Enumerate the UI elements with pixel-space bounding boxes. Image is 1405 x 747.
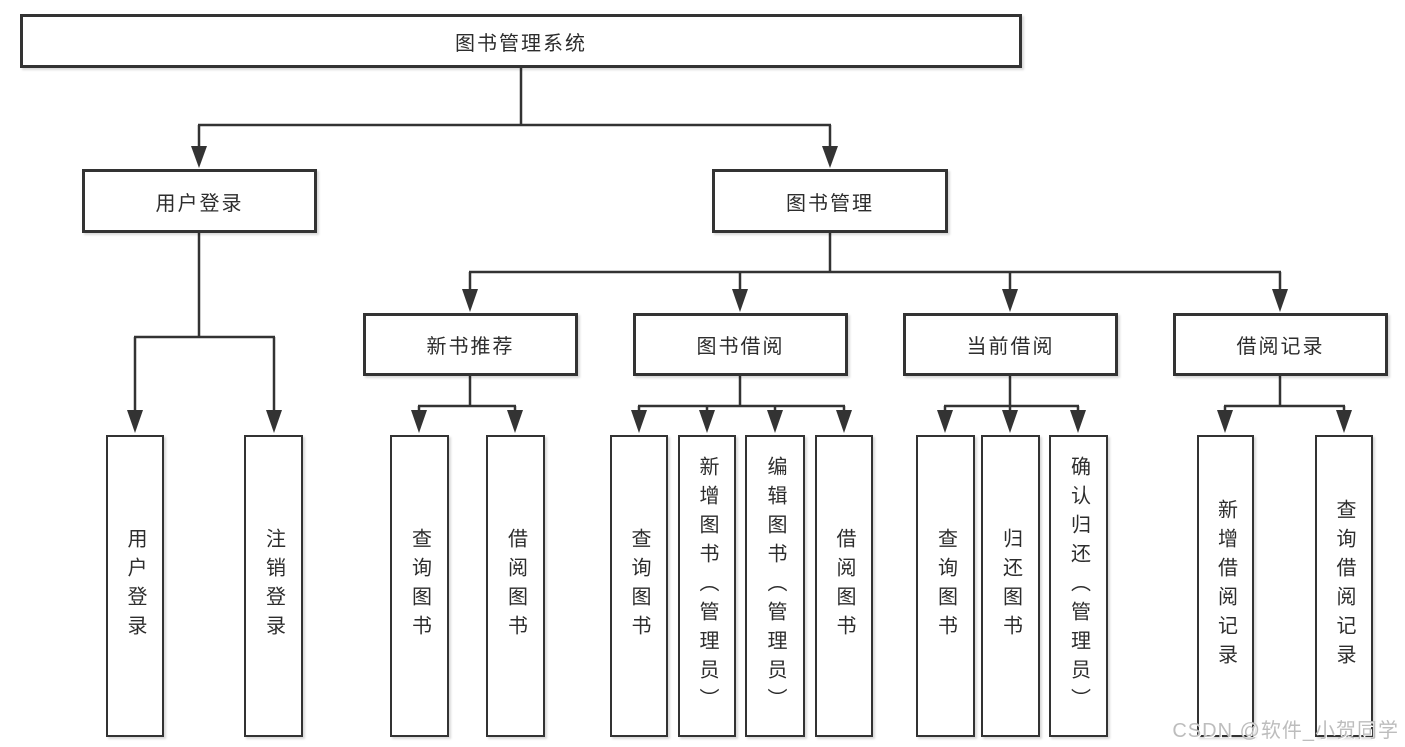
leaf-query-borrow-record: 查询借阅记录 bbox=[1315, 435, 1373, 737]
leaf-return-books: 归还图书 bbox=[981, 435, 1040, 737]
node-current-borrow: 当前借阅 bbox=[903, 313, 1118, 376]
leaf-borrow-books: 借阅图书 bbox=[815, 435, 873, 737]
csdn-watermark: CSDN @软件_小贺同学 bbox=[1172, 720, 1399, 742]
arrowhead-icons bbox=[127, 146, 1352, 433]
leaf-query-books-current: 查询图书 bbox=[916, 435, 975, 737]
node-new-book-recommend: 新书推荐 bbox=[363, 313, 578, 376]
leaf-add-books-admin: 新增图书（管理员） bbox=[678, 435, 736, 737]
leaf-edit-books-admin: 编辑图书（管理员） bbox=[745, 435, 805, 737]
node-root-system: 图书管理系统 bbox=[20, 14, 1022, 68]
node-user-login: 用户登录 bbox=[82, 169, 317, 233]
leaf-confirm-return-admin: 确认归还（管理员） bbox=[1049, 435, 1108, 737]
node-book-borrow: 图书借阅 bbox=[633, 313, 848, 376]
leaf-logout: 注销登录 bbox=[244, 435, 303, 737]
leaf-query-books-borrow: 查询图书 bbox=[610, 435, 668, 737]
node-book-management: 图书管理 bbox=[712, 169, 948, 233]
leaf-query-books-recommend: 查询图书 bbox=[390, 435, 449, 737]
leaf-user-login: 用户登录 bbox=[106, 435, 164, 737]
leaf-add-borrow-record: 新增借阅记录 bbox=[1197, 435, 1254, 737]
leaf-borrow-books-recommend: 借阅图书 bbox=[486, 435, 545, 737]
node-borrow-records: 借阅记录 bbox=[1173, 313, 1388, 376]
